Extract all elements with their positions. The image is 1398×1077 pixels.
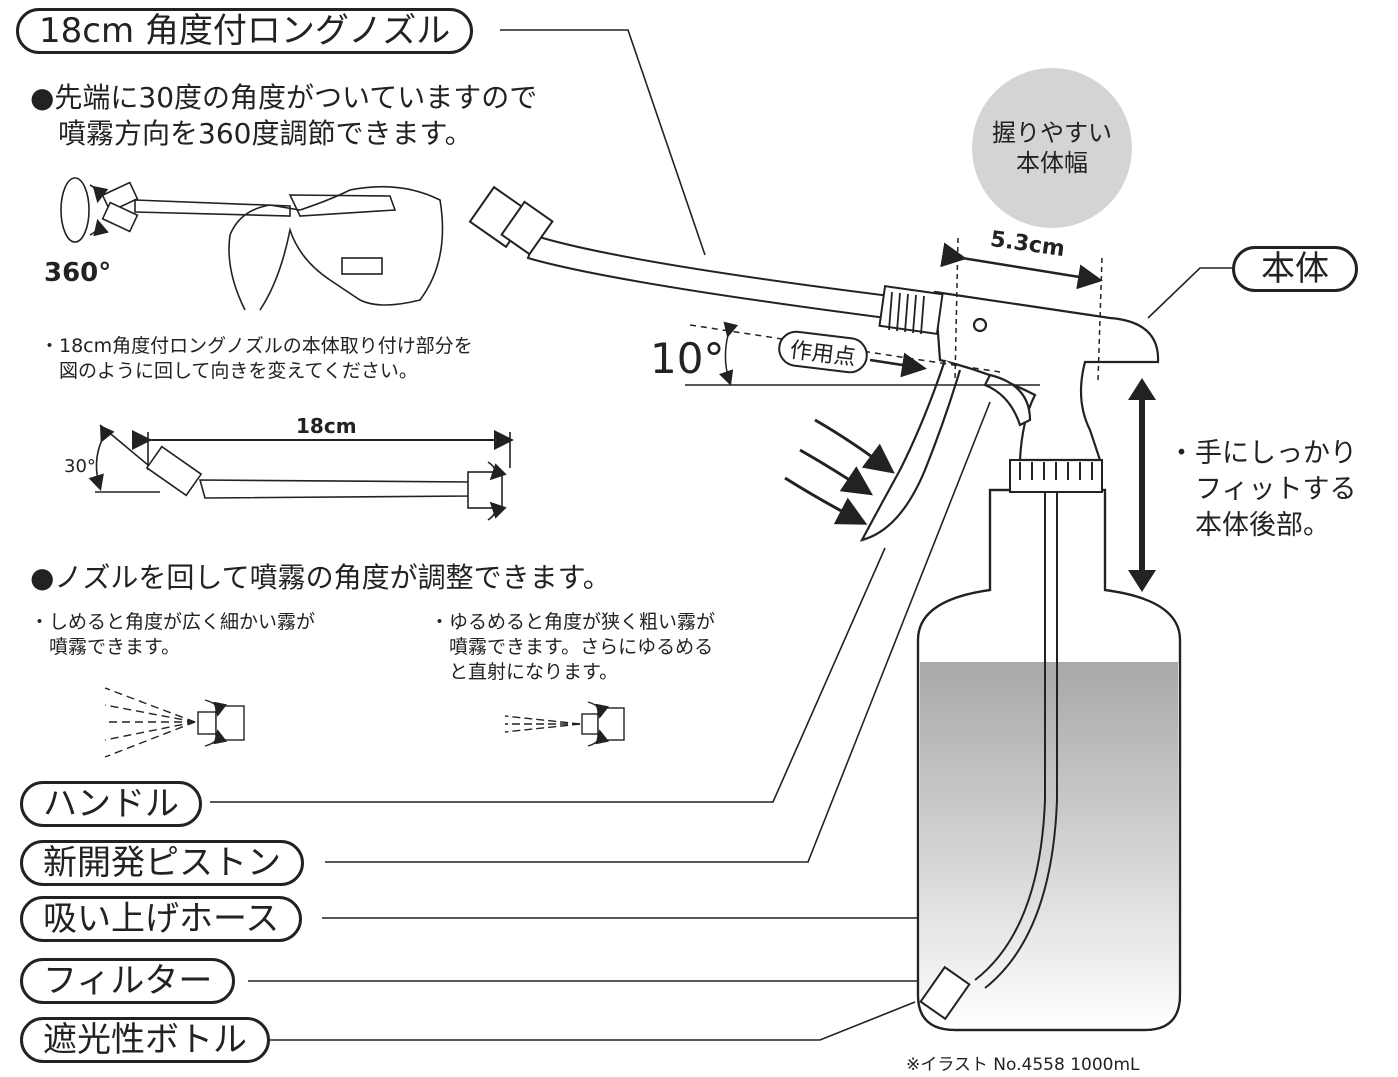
fit-double-arrow <box>1128 378 1156 592</box>
wide-spray-diagram <box>104 687 245 758</box>
label-piston: 新開発ピストン <box>20 840 304 886</box>
feature2-title: ●ノズルを回して噴霧の角度が調整できます。 <box>30 561 611 594</box>
cap-drawing <box>1009 459 1103 493</box>
width-dimension <box>940 237 1103 381</box>
grip-badge-text: 握りやすい 本体幅 <box>992 119 1112 177</box>
tilt-angle-label: 10° <box>650 334 725 383</box>
grip-badge-circle <box>972 68 1132 228</box>
note-tight: ・しめると角度が広く細かい霧が 噴霧できます。 <box>30 611 316 658</box>
label-bottle: 遮光性ボトル <box>20 1017 270 1063</box>
sprayer-head-drawing <box>859 290 1160 542</box>
angle-30-label: 30° <box>64 456 96 477</box>
footnote: ※イラスト No.4558 1000mL <box>906 1055 1140 1075</box>
label-hose: 吸い上げホース <box>20 896 303 942</box>
feature1-note: ・18cm角度付ロングノズルの本体取り付け部分を 図のように回して向きを変えてく… <box>40 335 473 382</box>
squeeze-arrows <box>784 418 895 525</box>
length-label: 18cm <box>296 414 357 438</box>
narrow-spray-diagram <box>504 701 625 747</box>
label-body: 本体 <box>1232 246 1358 292</box>
rotation-label: 360° <box>44 258 112 288</box>
length-nozzle-diagram <box>88 424 514 521</box>
feature1-title: ●先端に30度の角度がついていますので 噴霧方向を360度調節できます。 <box>30 81 538 150</box>
bottle-drawing <box>916 470 1182 1032</box>
label-handle: ハンドル <box>20 781 202 827</box>
fit-note: ・手にしっかり フィットする 本体後部。 <box>1168 438 1357 541</box>
note-loose: ・ゆるめると角度が狭く粗い霧が 噴霧できます。さらにゆるめる と直射になります。 <box>430 611 716 683</box>
leader-lines <box>210 29 1232 1041</box>
label-nozzle: 18cm 角度付ロングノズル <box>16 8 474 54</box>
label-filter: フィルター <box>20 958 236 1004</box>
rotation-nozzle-diagram <box>60 177 444 311</box>
long-nozzle-drawing <box>468 185 944 335</box>
